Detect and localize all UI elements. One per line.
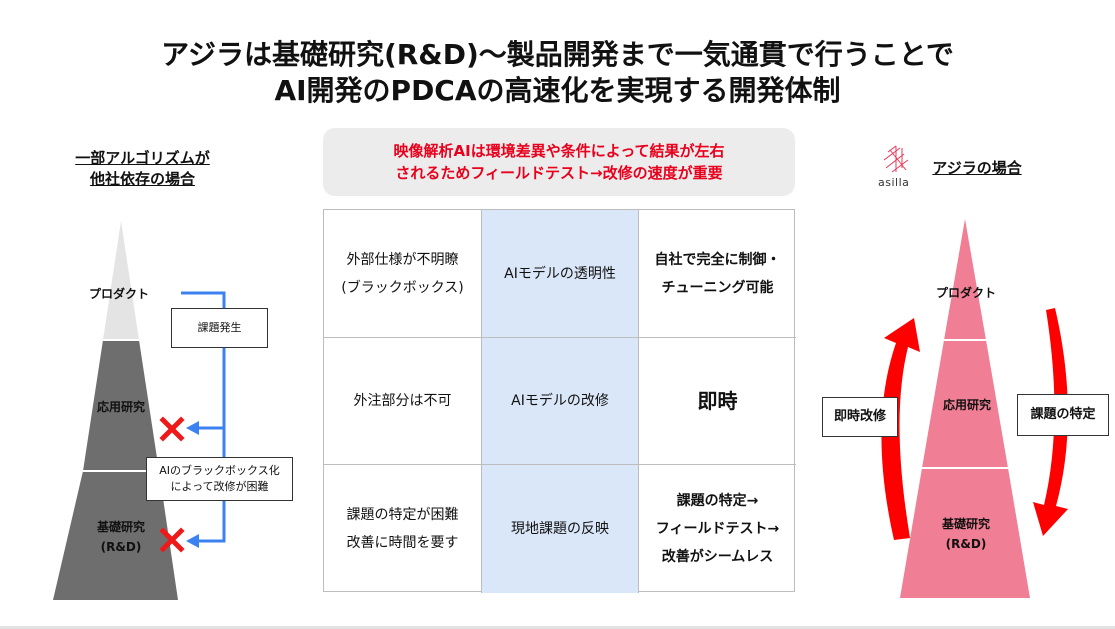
- cell-text: AIモデルの改修: [511, 393, 609, 409]
- left-pyramid-top: [103, 221, 139, 340]
- cell-text: AIモデルの透明性: [504, 265, 616, 282]
- cell-text: 改善がシームレス: [661, 549, 774, 565]
- table-cell-outsourced-not-possible: 外注部分は不可: [324, 338, 482, 465]
- feedback-arrowhead-middle: [186, 421, 199, 435]
- blackbox-note-box: AIのブラックボックス化 によって改修が困難: [146, 457, 293, 501]
- cross-icon-middle: [159, 416, 185, 442]
- table-cell-model-transparency: AIモデルの透明性: [482, 210, 639, 338]
- left-level-basic-research-line1: 基礎研究: [96, 520, 146, 534]
- asilla-logo-icon: [883, 145, 909, 173]
- right-level-basic-research-line1: 基礎研究: [941, 517, 991, 531]
- feedback-line: [181, 291, 226, 543]
- issue-identification-box: 課題の特定: [1017, 394, 1109, 436]
- cell-text: フィールドテスト→: [655, 521, 780, 537]
- left-heading: 一部アルゴリズムが 他社依存の場合: [60, 148, 225, 190]
- cell-text: 現地課題の反映: [511, 521, 609, 537]
- right-level-product: プロダクト: [935, 286, 997, 300]
- blackbox-note-line2: によって改修が困難: [170, 480, 269, 493]
- cell-text: 外注部分は不可: [353, 393, 452, 409]
- feedback-arrowhead-bottom: [186, 534, 199, 548]
- left-level-applied-research: 応用研究: [96, 400, 146, 414]
- left-level-basic-research: 基礎研究 (R&D): [97, 517, 145, 557]
- asilla-logo-text: asilla: [878, 176, 910, 189]
- right-pyramid: [900, 219, 1030, 598]
- right-pyramid-bottom: [900, 468, 1030, 598]
- table-cell-full-control: 自社で完全に制御・ チューニング可能: [639, 210, 796, 338]
- table-cell-field-issue-reflection: 現地課題の反映: [482, 465, 639, 593]
- cross-icon-bottom: [159, 527, 185, 553]
- cell-text: 課題の特定が困難: [346, 507, 459, 523]
- blackbox-note-line1: AIのブラックボックス化: [159, 464, 280, 477]
- page-title-line2: AI開発のPDCAの高速化を実現する開発体制: [274, 74, 841, 107]
- right-level-applied-research: 応用研究: [942, 398, 992, 412]
- left-heading-line2: 他社依存の場合: [89, 170, 195, 188]
- callout-line1: 映像解析AIは環境差異や条件によって結果が左右: [393, 142, 725, 160]
- bottom-divider: [0, 626, 1115, 629]
- cell-text: 課題の特定→: [676, 493, 759, 509]
- right-level-basic-research: 基礎研究 (R&D): [942, 514, 990, 554]
- cell-text: 外部仕様が不明瞭: [346, 251, 459, 268]
- right-level-basic-research-line2: (R&D): [945, 537, 987, 551]
- left-heading-line1: 一部アルゴリズムが: [75, 149, 210, 167]
- callout-line2: されるためフィールドテスト→改修の速度が重要: [395, 164, 723, 182]
- cell-text: (ブラックボックス): [341, 279, 464, 296]
- downward-curved-arrow: [1033, 308, 1068, 536]
- immediate-fix-box: 即時改修: [822, 397, 898, 437]
- right-heading: アジラの場合: [932, 159, 1022, 177]
- table-cell-external-spec: 外部仕様が不明瞭 (ブラックボックス): [324, 210, 482, 338]
- left-pyramid-bottom: [53, 471, 178, 600]
- left-level-basic-research-line2: (R&D): [100, 540, 142, 554]
- cell-text: チューニング可能: [661, 279, 774, 296]
- page-title-line1: アジラは基礎研究(R&D)〜製品開発まで一気通貫で行うことで: [161, 38, 954, 71]
- left-pyramid-middle: [83, 340, 159, 471]
- comparison-table: 外部仕様が不明瞭 (ブラックボックス) AIモデルの透明性 自社で完全に制御・ …: [323, 209, 796, 593]
- right-pyramid-middle: [922, 340, 1008, 468]
- left-pyramid: [53, 221, 178, 600]
- issue-occurrence-box: 課題発生: [171, 308, 268, 348]
- right-pyramid-top: [944, 219, 986, 340]
- table-cell-hard-to-identify: 課題の特定が困難 改善に時間を要す: [324, 465, 482, 593]
- cell-text: 即時: [697, 389, 738, 413]
- table-cell-immediate: 即時: [639, 338, 796, 465]
- cell-text: 改善に時間を要す: [346, 535, 459, 551]
- speed-callout: 映像解析AIは環境差異や条件によって結果が左右 されるためフィールドテスト→改修…: [323, 128, 795, 196]
- upward-curved-arrow: [881, 318, 920, 540]
- table-cell-seamless: 課題の特定→ フィールドテスト→ 改善がシームレス: [639, 465, 796, 593]
- cell-text: 自社で完全に制御・: [654, 251, 781, 268]
- issue-feedback-connector: [181, 291, 226, 543]
- table-cell-model-modification: AIモデルの改修: [482, 338, 639, 465]
- left-level-product: プロダクト: [88, 287, 150, 301]
